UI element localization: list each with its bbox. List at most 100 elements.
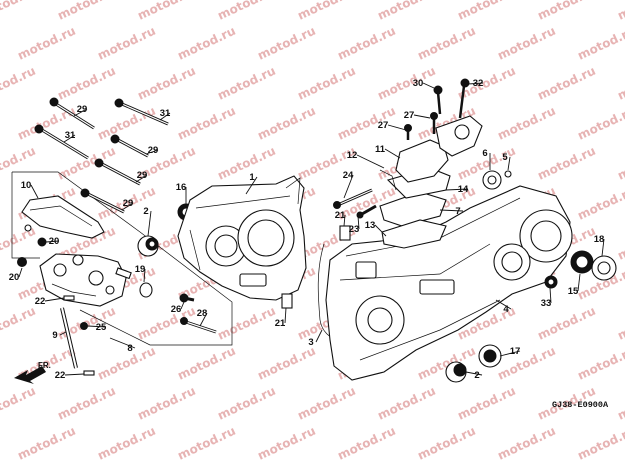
callout-label-28: 28 bbox=[197, 308, 208, 319]
watermark-text: motod.ru bbox=[55, 0, 117, 23]
leader-line bbox=[147, 210, 152, 237]
callout-label-25: 25 bbox=[96, 322, 107, 333]
bearing-left-part bbox=[137, 235, 159, 257]
leader-line bbox=[356, 154, 385, 169]
callout-label-8: 8 bbox=[127, 343, 132, 354]
watermark-text: motod.ru bbox=[575, 24, 625, 63]
watermark-text: motod.ru bbox=[575, 344, 625, 383]
callout-label-15: 15 bbox=[568, 286, 579, 297]
callout-label-31: 31 bbox=[65, 130, 76, 141]
watermark-text: motod.ru bbox=[375, 384, 437, 423]
watermark-text: motod.ru bbox=[495, 344, 557, 383]
long-stud-part bbox=[60, 307, 78, 369]
watermark-text: motod.ru bbox=[335, 424, 397, 463]
watermark-text: motod.ru bbox=[175, 424, 237, 463]
leader-line bbox=[549, 287, 552, 304]
leader-line bbox=[357, 215, 360, 230]
watermark-text: motod.ru bbox=[215, 144, 277, 183]
dowel-part bbox=[339, 225, 351, 241]
callout-label-1: 1 bbox=[249, 172, 255, 183]
watermark-text: motod.ru bbox=[575, 104, 625, 143]
leader-line bbox=[180, 301, 185, 310]
callout-label-18: 18 bbox=[594, 234, 605, 245]
watermark-text: motod.ru bbox=[255, 344, 317, 383]
watermark-text: motod.ru bbox=[295, 384, 357, 423]
leader-line bbox=[384, 148, 401, 159]
watermark-text: motod.ru bbox=[615, 0, 625, 23]
leader-line bbox=[159, 112, 171, 121]
watermark-text: motod.ru bbox=[135, 384, 197, 423]
watermark-text: motod.ru bbox=[0, 144, 38, 183]
watermark-text: motod.ru bbox=[455, 384, 517, 423]
callout-label-29: 29 bbox=[123, 198, 134, 209]
leader-line bbox=[199, 312, 208, 327]
left-crankcase-part bbox=[177, 175, 307, 301]
leader-line bbox=[387, 124, 407, 131]
callout-label-24: 24 bbox=[343, 170, 354, 181]
right-seals-part bbox=[570, 250, 617, 281]
callout-label-17: 17 bbox=[510, 346, 521, 357]
dowel-pin-part bbox=[63, 295, 75, 301]
callout-label-22: 22 bbox=[35, 296, 46, 307]
watermark-text: motod.ru bbox=[0, 64, 38, 103]
watermark-text: motod.ru bbox=[175, 104, 237, 143]
callout-label-14: 14 bbox=[458, 184, 469, 195]
nut-part bbox=[17, 237, 47, 267]
intake-pipe-part bbox=[379, 115, 483, 191]
watermark-text: motod.ru bbox=[15, 24, 77, 63]
watermark-text: motod.ru bbox=[415, 424, 477, 463]
leader-line bbox=[73, 108, 88, 117]
callout-label-16: 16 bbox=[176, 182, 187, 193]
leader-line bbox=[439, 209, 464, 212]
callout-label-19: 19 bbox=[135, 264, 146, 275]
watermark-text: motod.ru bbox=[135, 0, 197, 23]
leader-line bbox=[30, 184, 39, 199]
watermark-text: motod.ru bbox=[175, 344, 237, 383]
watermark-text: motod.ru bbox=[335, 24, 397, 63]
bolt-group-left bbox=[34, 97, 169, 214]
leader-line bbox=[45, 240, 60, 243]
watermark-text: motod.ru bbox=[575, 424, 625, 463]
watermark-text: motod.ru bbox=[615, 64, 625, 103]
watermark-text: motod.ru bbox=[215, 384, 277, 423]
subassembly-bracket bbox=[11, 171, 233, 346]
watermark-text: motod.ru bbox=[95, 104, 157, 143]
callout-label-7: 7 bbox=[455, 206, 460, 217]
leader-line bbox=[143, 268, 146, 283]
watermark-text: motod.ru bbox=[615, 224, 625, 263]
leader-line bbox=[601, 238, 605, 257]
callout-label-2: 2 bbox=[143, 206, 148, 217]
callout-label-4: 4 bbox=[503, 304, 509, 315]
housing-left-part bbox=[39, 253, 132, 307]
watermark-text: motod.ru bbox=[0, 304, 38, 343]
watermark-text: motod.ru bbox=[375, 0, 437, 23]
watermark-text: motod.ru bbox=[0, 0, 38, 23]
diagram-code: GJ38-E0900A bbox=[552, 400, 609, 410]
watermark-text: motod.ru bbox=[255, 104, 317, 143]
callout-label-29: 29 bbox=[148, 145, 159, 156]
watermark-text: motod.ru bbox=[535, 64, 597, 103]
watermark-text: motod.ru bbox=[135, 64, 197, 103]
front-direction-label: FR. bbox=[38, 361, 51, 370]
needle-bearing-part bbox=[544, 275, 558, 289]
callout-label-31: 31 bbox=[160, 108, 171, 119]
callout-label-20: 20 bbox=[49, 236, 60, 247]
leader-line bbox=[499, 350, 521, 357]
watermark-text: motod.ru bbox=[215, 0, 277, 23]
pin-part bbox=[504, 170, 512, 178]
intake-assembly-part bbox=[379, 167, 451, 249]
callout-label-27: 27 bbox=[378, 120, 389, 131]
callout-label-23: 23 bbox=[349, 224, 360, 235]
leader-line bbox=[495, 299, 512, 310]
watermark-text: motod.ru bbox=[415, 344, 477, 383]
callout-label-22: 22 bbox=[55, 370, 66, 381]
watermark-text: motod.ru bbox=[255, 424, 317, 463]
bearing-bottom-part bbox=[445, 344, 502, 383]
small-bolt-part bbox=[80, 322, 88, 330]
watermark-text: motod.ru bbox=[55, 384, 117, 423]
callout-label-29: 29 bbox=[137, 170, 148, 181]
watermark-text: motod.ru bbox=[495, 424, 557, 463]
callout-label-27: 27 bbox=[404, 110, 415, 121]
watermark-text: motod.ru bbox=[535, 144, 597, 183]
